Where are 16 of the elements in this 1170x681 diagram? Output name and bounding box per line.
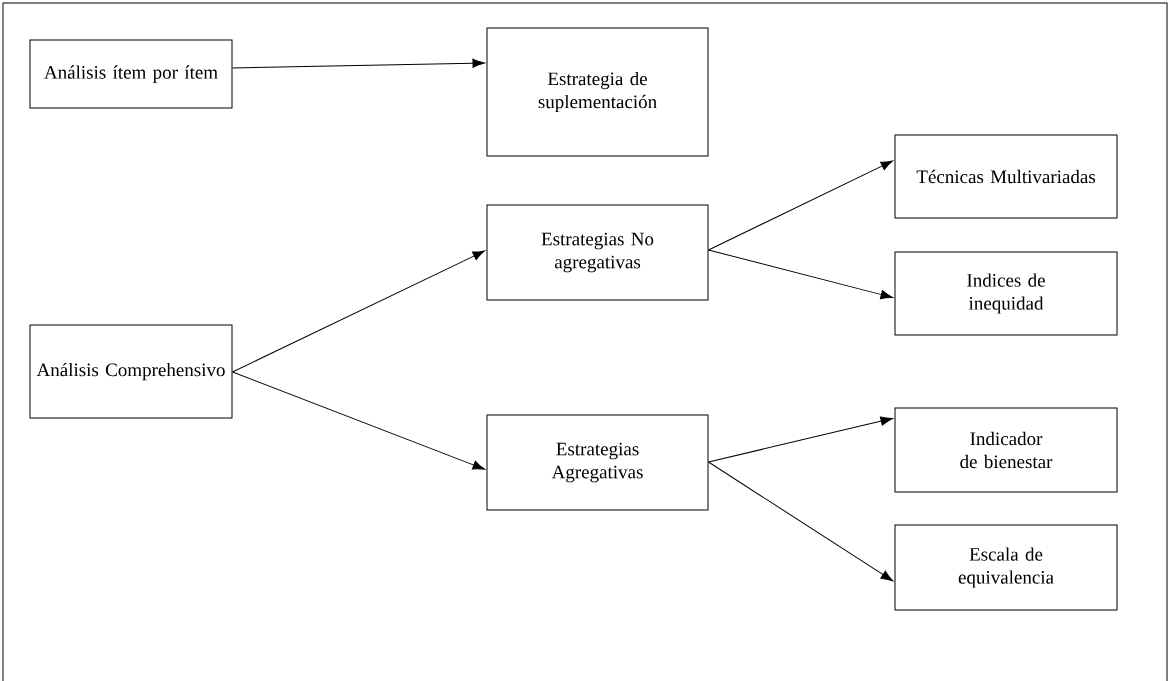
arrow xyxy=(708,249,893,300)
process-box: Estrategias No agregativas xyxy=(486,204,709,301)
process-box: Análisis ítem por ítem xyxy=(29,39,233,109)
process-box: Técnicas Multivariadas xyxy=(894,134,1118,219)
arrow xyxy=(708,461,894,582)
process-box: Análisis Comprehensivo xyxy=(29,324,233,419)
arrow xyxy=(708,160,894,251)
arrow xyxy=(232,250,486,373)
arrow xyxy=(708,416,893,463)
process-box: Indicador de bienestar xyxy=(894,407,1118,493)
arrow xyxy=(232,58,485,69)
process-box: Estrategias Agregativas xyxy=(486,414,709,511)
process-box: Estrategia de suplementación xyxy=(486,27,709,157)
process-box: Indices de inequidad xyxy=(894,251,1118,336)
arrow xyxy=(232,371,485,470)
process-box: Escala de equivalencia xyxy=(894,524,1118,611)
